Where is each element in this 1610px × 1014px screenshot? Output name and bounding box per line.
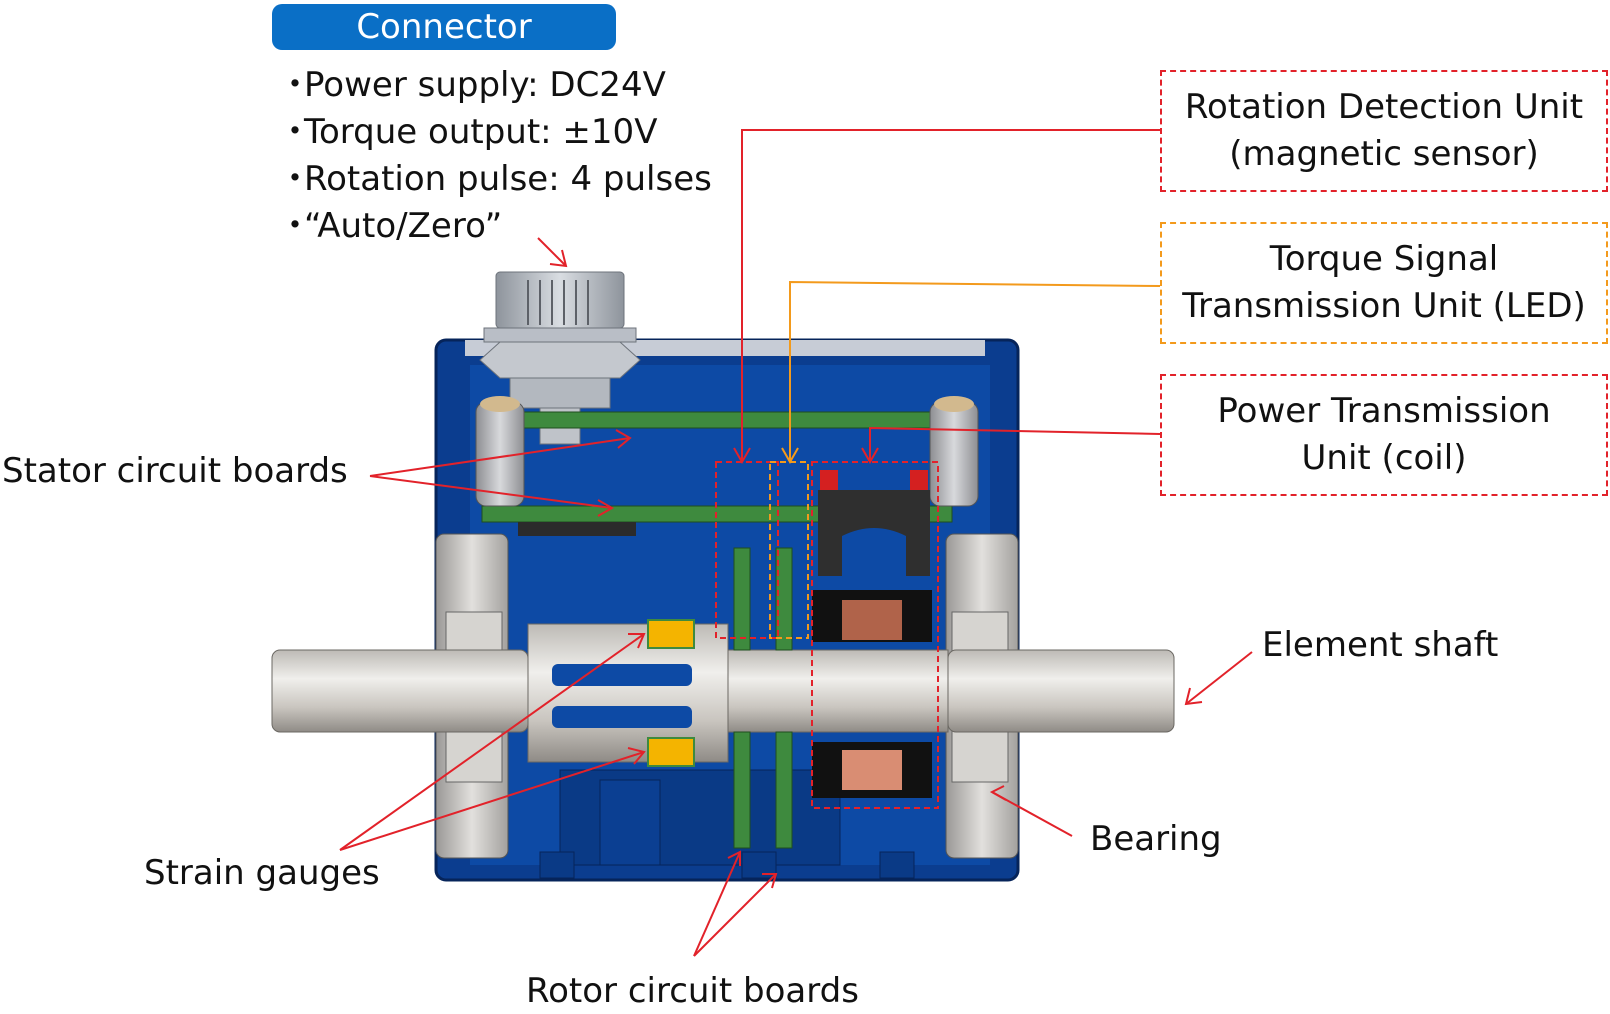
connector-title-badge: Connector [272,4,616,50]
coil-unit [812,470,932,798]
element-shaft-label: Element shaft [1262,625,1499,665]
arrowheads [549,249,1203,889]
power-transmission-line1: Power Transmission [1217,391,1551,431]
leader-lines [339,129,1253,957]
spec-item: ・Rotation pulse: 4 pulses [278,156,712,203]
torque-signal-line1: Torque Signal [1269,239,1499,279]
spec-text: Torque output: ±10V [304,112,658,152]
bullet: ・ [278,159,312,199]
rotor-boards-label: Rotor circuit boards [526,971,859,1011]
rotor-circuit-boards [733,547,793,849]
spec-item: ・Torque output: ±10V [278,109,712,156]
callout-regions [715,461,939,809]
standoff-pillars [475,396,979,507]
rotation-detection-line2: (magnetic sensor) [1229,134,1539,174]
spec-text: Power supply: DC24V [304,65,666,105]
torque-signal-unit-box: Torque Signal Transmission Unit (LED) [1160,222,1608,344]
strain-gauges-label: Strain gauges [144,853,380,893]
bearing-label: Bearing [1090,819,1222,859]
spec-text: Rotation pulse: 4 pulses [304,159,712,199]
bullet: ・ [278,65,312,105]
spec-text: “Auto/Zero” [304,206,503,246]
torque-arrowhead [781,447,799,465]
connector-spec-list: ・Power supply: DC24V ・Torque output: ±10… [278,62,712,250]
spec-item: ・Power supply: DC24V [278,62,712,109]
bullet: ・ [278,112,312,152]
bullet: ・ [278,206,312,246]
rotation-detection-line1: Rotation Detection Unit [1184,87,1584,127]
connector-title: Connector [356,7,532,47]
element-shaft [271,619,1175,767]
power-transmission-line2: Unit (coil) [1301,438,1467,478]
spec-item: ・“Auto/Zero” [278,203,712,250]
torque-signal-line2: Transmission Unit (LED) [1182,286,1586,326]
power-transmission-unit-box: Power Transmission Unit (coil) [1160,374,1608,496]
rotation-detection-unit-box: Rotation Detection Unit (magnetic sensor… [1160,70,1608,192]
stator-boards-label: Stator circuit boards [2,451,348,491]
